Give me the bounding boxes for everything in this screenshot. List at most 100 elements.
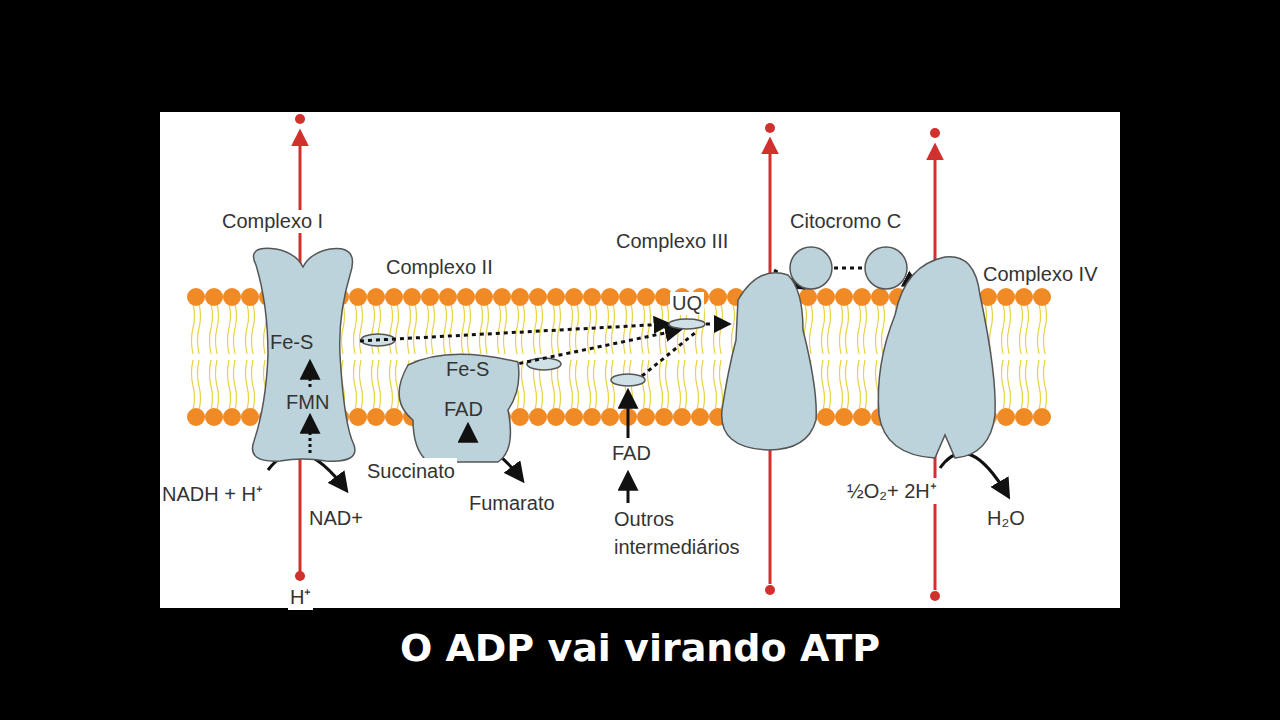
lipid-head [1015, 408, 1033, 426]
lipid-head [1033, 408, 1051, 426]
lipid-tail [534, 304, 543, 410]
lipid-tail [822, 304, 831, 410]
lipid-head [475, 288, 493, 306]
cofactor-label: Fe-S [270, 331, 313, 354]
caption: O ADP vai virando ATP [0, 626, 1280, 670]
complex-outline [246, 245, 360, 463]
lipid-tail [516, 304, 525, 410]
complex-name: UQ [670, 292, 704, 315]
electron-flow [519, 330, 679, 363]
substrate-label: ½O₂+ 2H⁺ [845, 478, 939, 504]
lipid-head [511, 288, 529, 306]
lipid-head [997, 288, 1015, 306]
lipid-head [367, 408, 385, 426]
product-label: H₂O [985, 505, 1027, 531]
complex-outline [668, 318, 706, 330]
complex-outline [788, 246, 908, 290]
source-label: Outros intermediários [612, 505, 756, 561]
lipid-head [385, 408, 403, 426]
lipid-head [493, 288, 511, 306]
lipid-head [1033, 288, 1051, 306]
lipid-tail [228, 304, 237, 410]
lipid-head [565, 288, 583, 306]
cofactor-label: FAD [610, 440, 653, 466]
lipid-head [835, 408, 853, 426]
lipid-head [871, 288, 889, 306]
lipid-head [709, 288, 727, 306]
lipid-head [529, 288, 547, 306]
lipid-head [367, 288, 385, 306]
lipid-head [637, 408, 655, 426]
complex-name: Complexo IV [981, 263, 1100, 286]
lipid-head [817, 288, 835, 306]
lipid-head [1015, 288, 1033, 306]
panel [160, 112, 1120, 608]
lipid-tail [390, 304, 399, 410]
lipid-head [655, 408, 673, 426]
cytochrome-c: Citocromo C [788, 246, 908, 290]
lipid-head [637, 288, 655, 306]
lipid-head [601, 408, 619, 426]
electron-flow [360, 324, 668, 341]
substrate-label: Succinato [365, 458, 457, 484]
product-label: NAD+ [307, 505, 365, 531]
lipid-head [799, 288, 817, 306]
complex-outline [718, 270, 820, 450]
lipid-head [583, 408, 601, 426]
lipid-head [205, 408, 223, 426]
complex-name: Complexo III [614, 230, 730, 253]
lipid-head [853, 408, 871, 426]
cofactor-label: Fe-S [446, 358, 489, 381]
complex-outline [875, 255, 997, 458]
lipid-head [205, 288, 223, 306]
lipid-head [511, 408, 529, 426]
lipid-head [583, 288, 601, 306]
lipid-head [565, 408, 583, 426]
cofactor-label: FAD [444, 398, 483, 421]
lipid-head [691, 408, 709, 426]
lipid-head [439, 288, 457, 306]
ubiquinone-carrier: UQ [668, 318, 706, 330]
lipid-head [817, 408, 835, 426]
lipid-tail [642, 304, 651, 410]
lipid-tail [1038, 304, 1047, 410]
lipid-head [835, 288, 853, 306]
lipid-head [529, 408, 547, 426]
complex-name: Citocromo C [788, 210, 903, 233]
complex-two: Complexo IIFe-SFAD [388, 350, 522, 462]
complex-three: Complexo III [718, 270, 820, 450]
lipid-tail [660, 304, 669, 410]
complex-four: Complexo IV [875, 255, 997, 458]
lipid-tail [372, 304, 381, 410]
lipid-tail [858, 304, 867, 410]
complex-name: Complexo II [384, 256, 495, 279]
lipid-head [187, 288, 205, 306]
electron-flow [706, 323, 728, 326]
lipid-head [241, 408, 259, 426]
lipid-head [457, 288, 475, 306]
lipid-head [673, 408, 691, 426]
lipid-tail [588, 304, 597, 410]
lipid-head [421, 288, 439, 306]
product-label: Fumarato [467, 490, 557, 516]
proton-arrows [295, 114, 940, 601]
lipid-head [997, 408, 1015, 426]
lipid-head [223, 288, 241, 306]
lipid-head [619, 288, 637, 306]
lipid-head [547, 288, 565, 306]
lipid-head [349, 408, 367, 426]
lipid-tail [246, 304, 255, 410]
lipid-head [853, 288, 871, 306]
lipid-tail [606, 304, 615, 410]
lipid-tail [840, 304, 849, 410]
lipid-tail [1002, 304, 1011, 410]
complex-one: Complexo IFe-SFMN [246, 245, 360, 463]
substrate-label: NADH + H⁺ [160, 481, 265, 507]
lipid-tail [192, 304, 201, 410]
lipid-head [385, 288, 403, 306]
lipid-head [241, 288, 259, 306]
lipid-tail [354, 304, 363, 410]
lipid-tail [570, 304, 579, 410]
